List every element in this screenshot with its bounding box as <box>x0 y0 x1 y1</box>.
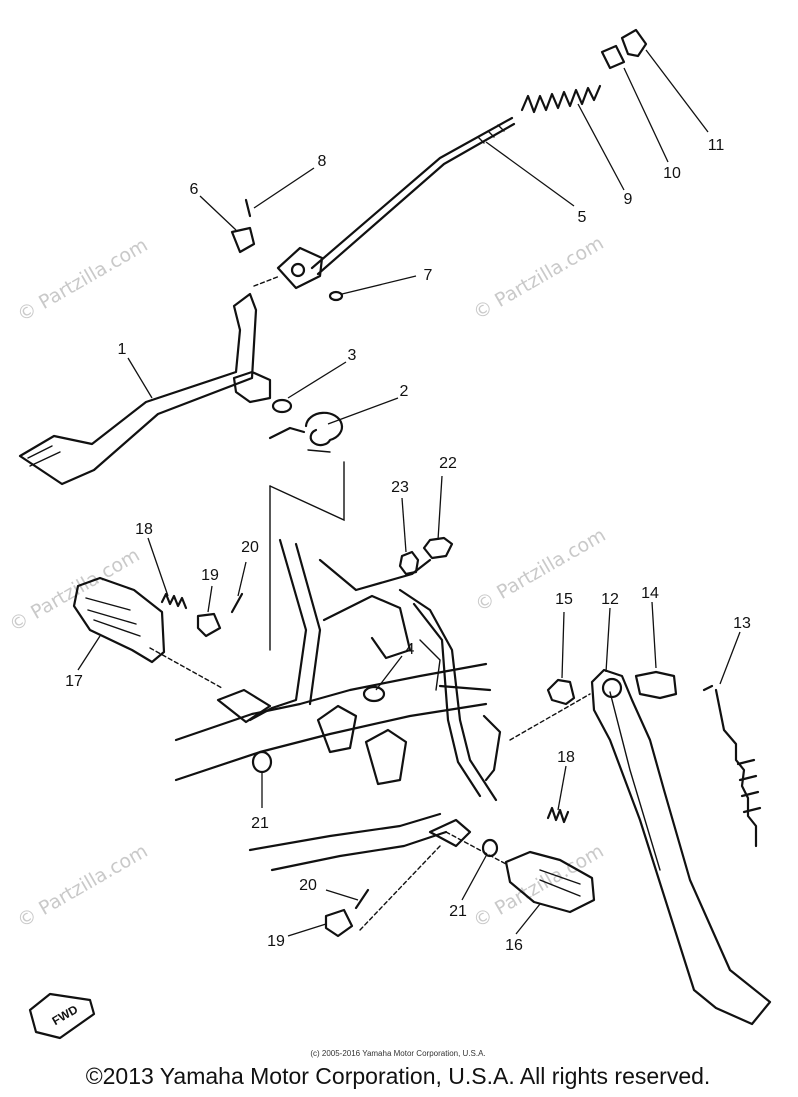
washer-4 <box>362 685 386 703</box>
callout-20: 20 <box>241 539 259 556</box>
sidestand <box>590 668 772 1026</box>
fwd-label: FWD <box>50 1002 81 1028</box>
return-spring <box>268 411 344 453</box>
callout-10: 10 <box>663 165 681 182</box>
bolt-22 <box>422 536 454 560</box>
footrest-left <box>72 576 166 664</box>
bolt-14 <box>634 670 678 700</box>
watermark: © Partzilla.com <box>6 544 144 636</box>
callout-18: 18 <box>557 749 575 766</box>
brake-pedal <box>18 292 272 486</box>
rod-end <box>620 28 648 58</box>
cotter-pin-right <box>354 888 370 910</box>
callout-20: 20 <box>299 877 317 894</box>
watermark: © Partzilla.com <box>472 524 610 616</box>
small-copyright: (c) 2005-2016 Yamaha Motor Corporation, … <box>310 1049 485 1058</box>
assembly-lines <box>149 275 591 931</box>
callout-9: 9 <box>624 191 633 208</box>
callout-16: 16 <box>505 937 523 954</box>
pedal-washer <box>271 398 293 414</box>
callouts: 1 2 3 4 5 6 7 8 9 10 11 12 13 14 15 16 1… <box>65 137 751 954</box>
leader-lines <box>77 49 741 937</box>
callout-19: 19 <box>267 933 285 950</box>
collar-15 <box>546 678 576 706</box>
callout-21: 21 <box>449 903 467 920</box>
footrest-spring-right <box>546 806 570 824</box>
callout-12: 12 <box>601 591 619 608</box>
fwd-arrow: FWD <box>28 992 96 1040</box>
callout-7: 7 <box>424 267 433 284</box>
callout-11: 11 <box>708 137 725 154</box>
footrest-right <box>504 850 596 914</box>
washer <box>328 290 344 302</box>
callout-15: 15 <box>555 591 573 608</box>
footrest-spring-left <box>160 592 188 610</box>
footrest-pin-left <box>196 612 222 638</box>
clevis <box>276 246 324 290</box>
footrest-pin-right <box>324 908 354 938</box>
sidestand-spring <box>702 684 762 848</box>
callout-23: 23 <box>391 479 409 496</box>
frame <box>174 461 502 872</box>
callout-1: 1 <box>118 341 127 358</box>
callout-18: 18 <box>135 521 153 538</box>
callout-21: 21 <box>251 815 269 832</box>
callout-22: 22 <box>439 455 457 472</box>
callout-2: 2 <box>400 383 409 400</box>
watermark: © Partzilla.com <box>470 232 608 324</box>
callout-14: 14 <box>641 585 659 602</box>
cotter-pin <box>244 198 252 218</box>
callout-19: 19 <box>201 567 219 584</box>
callout-17: 17 <box>65 673 83 690</box>
adjuster-nut <box>600 44 626 70</box>
callout-13: 13 <box>733 615 751 632</box>
callout-3: 3 <box>348 347 357 364</box>
callout-4: 4 <box>406 641 415 658</box>
copyright-notice: ©2013 Yamaha Motor Corporation, U.S.A. A… <box>86 1063 711 1089</box>
callout-5: 5 <box>578 209 587 226</box>
callout-8: 8 <box>318 153 327 170</box>
brake-rod <box>310 116 516 276</box>
brake-spring <box>520 84 602 114</box>
watermark: © Partzilla.com <box>14 840 152 932</box>
clevis-pin <box>230 226 256 254</box>
cotter-pin-left <box>230 592 244 614</box>
collar-23 <box>398 550 420 576</box>
watermark: © Partzilla.com <box>14 234 152 326</box>
callout-6: 6 <box>190 181 199 198</box>
